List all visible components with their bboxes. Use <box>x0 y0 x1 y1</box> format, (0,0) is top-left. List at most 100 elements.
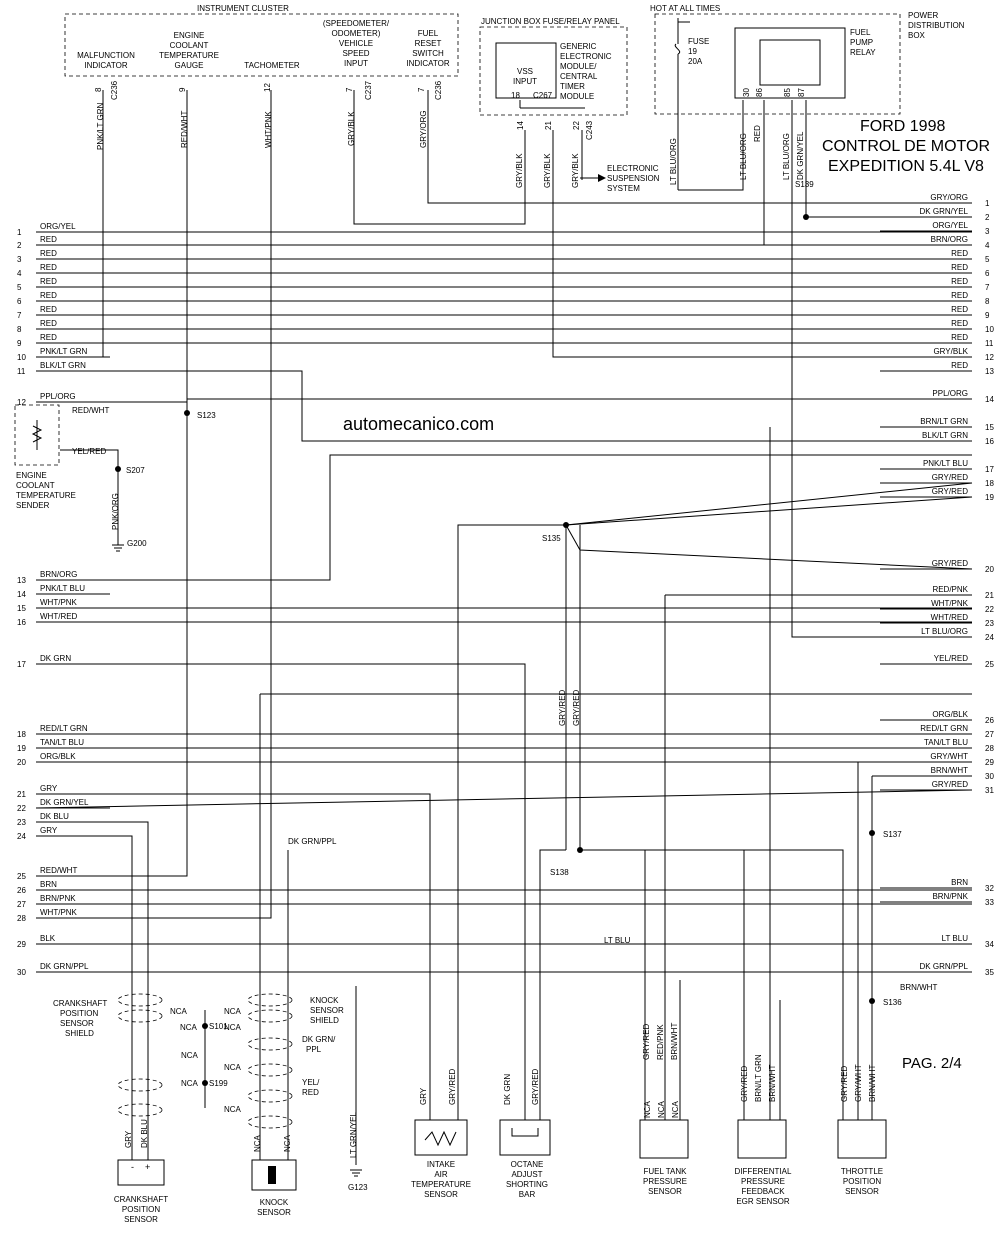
relay-pin-85: 85 <box>783 88 792 97</box>
right-pin-number: 15 <box>985 423 994 432</box>
left-pin-wire-label: WHT/RED <box>40 612 78 621</box>
right-pin-number: 3 <box>985 227 990 236</box>
right-pin-number: 18 <box>985 479 994 488</box>
right-pin-wire-label: RED <box>951 249 968 258</box>
connector-c267: C267 <box>533 91 553 100</box>
mil-connector: C236 <box>110 80 119 100</box>
right-pin-number: 14 <box>985 395 994 404</box>
ftp-wire-red-pnk: RED/PNK <box>656 1024 665 1060</box>
left-pin-number: 18 <box>17 730 26 739</box>
right-pin-wire-label: PNK/LT BLU <box>923 459 968 468</box>
fuel-pump-relay-icon <box>759 39 821 86</box>
left-pin-wire-label: ORG/YEL <box>40 222 76 231</box>
dpfe-wire-brn-wht: BRN/WHT <box>768 1065 777 1102</box>
right-pin-wire-label: BLK/LT GRN <box>922 431 968 440</box>
tps-wire-gry-red: GRY/RED <box>840 1065 849 1102</box>
knock-sensor-icon <box>251 1159 297 1191</box>
nca-labels: NCA NCA NCA NCA NCA NCA NCA NCA NCA NCA … <box>170 1007 680 1152</box>
left-pin-wire-label: PPL/ORG <box>40 392 76 401</box>
ftp-wire-gry-red: GRY/RED <box>642 1023 651 1060</box>
wire-label-lt-blu: LT BLU <box>604 936 631 945</box>
splice-dot <box>869 998 875 1004</box>
jb-pin-21: 21 <box>544 121 553 130</box>
shield-icon <box>247 993 293 1007</box>
left-pin-wire-label: BRN/ORG <box>40 570 77 579</box>
ckp-polarity-neg: - <box>131 1162 134 1172</box>
tach-pin: 12 <box>263 83 272 92</box>
wire-path <box>36 663 526 1120</box>
instrument-cluster-title: INSTRUMENT CLUSTER <box>197 4 289 13</box>
svg-text:NCA: NCA <box>643 1100 652 1118</box>
junction-box-title: JUNCTION BOX FUSE/RELAY PANEL <box>481 17 620 26</box>
splice-dot <box>869 830 875 836</box>
wire-label-gry-org: GRY/ORG <box>419 110 428 148</box>
right-pin-number: 34 <box>985 940 994 949</box>
wire-label-gry-red-1: GRY/RED <box>558 689 567 726</box>
svg-text:NCA: NCA <box>170 1007 188 1016</box>
dpfe-wire-brn-lt-grn: BRN/LT GRN <box>754 1054 763 1102</box>
right-pin-wire-label: GRY/WHT <box>930 752 968 761</box>
right-pin-wire-label: RED/PNK <box>932 585 968 594</box>
left-pin-number: 15 <box>17 604 26 613</box>
wire-path <box>36 821 149 1160</box>
left-pin-number: 10 <box>17 353 26 362</box>
ect-gauge-pin: 9 <box>178 87 187 92</box>
left-pin-number: 2 <box>17 241 22 250</box>
wire-label-lt-blu-org-3: LT BLU/ORG <box>782 133 791 180</box>
iat-sensor-icon <box>414 1119 468 1156</box>
shield-icon <box>117 1009 163 1023</box>
splice-dot <box>115 466 121 472</box>
right-pin-wire-label: DK GRN/YEL <box>920 207 969 216</box>
right-pin-wire-label: WHT/PNK <box>931 599 969 608</box>
iat-wire-gry-red: GRY/RED <box>448 1068 457 1105</box>
right-pin-wire-label: LT BLU/ORG <box>921 627 968 636</box>
left-pin-wire-label: BRN/PNK <box>40 894 76 903</box>
shield-icon <box>247 1009 293 1023</box>
right-pin-wire-label: LT BLU <box>942 934 969 943</box>
svg-text:NCA: NCA <box>671 1100 680 1118</box>
right-pin-number: 8 <box>985 297 990 306</box>
right-pin-wire-label: RED <box>951 319 968 328</box>
jb-pin-14: 14 <box>516 121 525 130</box>
right-pin-wire-label: BRN <box>951 878 968 887</box>
octane-bar-icon <box>499 1119 551 1156</box>
left-pin-number: 25 <box>17 872 26 881</box>
left-pin-wire-label: RED <box>40 249 57 258</box>
splice-s207: S207 <box>126 466 145 475</box>
right-pin-wire-label: BRN/LT GRN <box>920 417 968 426</box>
tachometer-label: TACHOMETER <box>244 61 300 70</box>
svg-text:NCA: NCA <box>224 1023 242 1032</box>
right-pin-number: 30 <box>985 772 994 781</box>
splice-dot <box>202 1080 208 1086</box>
wire-path <box>565 482 973 526</box>
left-pin-wire-label: PNK/LT GRN <box>40 347 87 356</box>
wire-label-dk-grn-ppl: DK GRN/PPL <box>288 837 337 846</box>
right-pin-wire-label: RED <box>951 333 968 342</box>
jb-pin-22: 22 <box>572 121 581 130</box>
wire-label-pnk-lt-grn: PNK/LT GRN <box>96 103 105 150</box>
left-pin-number: 4 <box>17 269 22 278</box>
right-pin-number: 20 <box>985 565 994 574</box>
left-pin-number: 13 <box>17 576 26 585</box>
octane-wire-dk-grn: DK GRN <box>503 1074 512 1105</box>
wire-label-pnk-org: PNK/ORG <box>111 493 120 530</box>
right-pin-number: 19 <box>985 493 994 502</box>
left-pin-number: 9 <box>17 339 22 348</box>
left-pin-wire-label: GRY <box>40 826 58 835</box>
wire-path <box>580 849 646 1120</box>
splice-dot <box>563 522 569 528</box>
dpfe-sensor-icon <box>737 1119 787 1159</box>
wire-label-red-wht-ect: RED/WHT <box>72 406 109 415</box>
page-number: PAG. 2/4 <box>902 1055 962 1072</box>
